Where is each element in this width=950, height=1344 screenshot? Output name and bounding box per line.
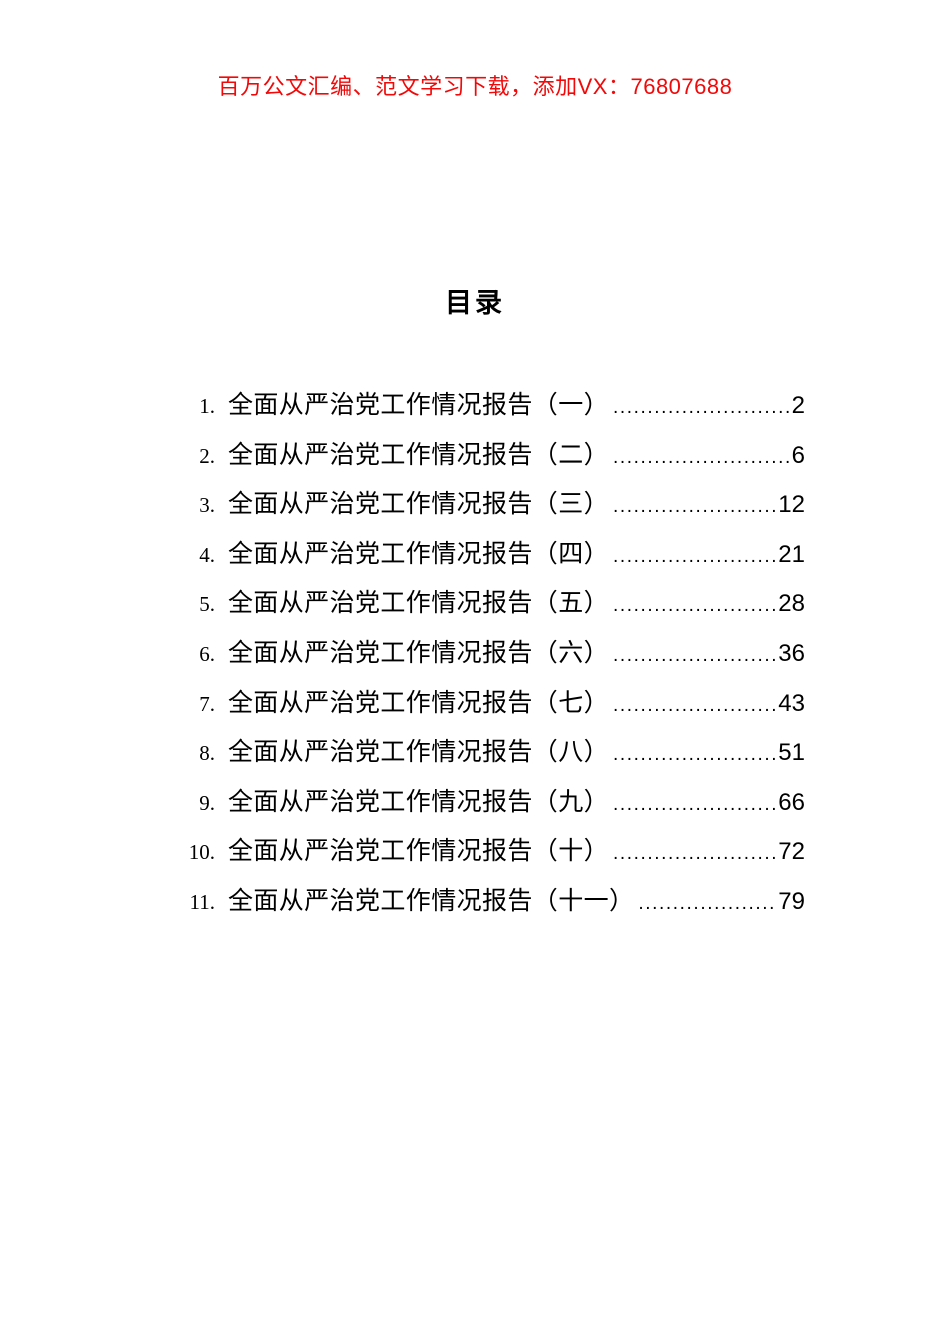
toc-entry[interactable]: 5. 全面从严治党工作情况报告（五） 28	[186, 574, 805, 624]
toc-entry-title: 全面从严治党工作情况报告（八）	[228, 738, 610, 767]
toc-list: 1. 全面从严治党工作情况报告（一） 2 2. 全面从严治党工作情况报告（二） …	[186, 376, 805, 922]
toc-dot-leader	[613, 546, 776, 568]
toc-entry-number: 10.	[188, 840, 215, 865]
toc-entry[interactable]: 4. 全面从严治党工作情况报告（四） 21	[186, 525, 805, 575]
toc-entry-title: 全面从严治党工作情况报告（十一）	[228, 886, 635, 915]
toc-entry-number: 6.	[199, 641, 215, 666]
toc-entry-title: 全面从严治党工作情况报告（十）	[228, 837, 610, 866]
toc-entry-title: 全面从严治党工作情况报告（三）	[228, 490, 610, 519]
toc-entry[interactable]: 9. 全面从严治党工作情况报告（九） 66	[186, 773, 805, 823]
toc-entry-page: 43	[778, 689, 805, 717]
toc-entry-title: 全面从严治党工作情况报告（九）	[228, 787, 610, 816]
toc-dot-leader	[613, 744, 776, 766]
toc-entry[interactable]: 10. 全面从严治党工作情况报告（十） 72	[186, 822, 805, 872]
toc-entry-number: 9.	[199, 790, 215, 815]
toc-entry-number: 7.	[199, 691, 215, 716]
toc-dot-leader	[613, 843, 776, 865]
toc-dot-leader	[613, 645, 776, 667]
toc-entry[interactable]: 11. 全面从严治党工作情况报告（十一） 79	[186, 872, 805, 922]
toc-entry[interactable]: 7. 全面从严治党工作情况报告（七） 43	[186, 674, 805, 724]
toc-entry-page: 66	[778, 788, 805, 816]
toc-entry-title: 全面从严治党工作情况报告（七）	[228, 688, 610, 717]
toc-entry-page: 36	[778, 639, 805, 667]
toc-dot-leader	[613, 397, 790, 419]
toc-entry-number: 3.	[199, 493, 215, 518]
toc-entry-page: 6	[791, 441, 805, 469]
toc-entry-title: 全面从严治党工作情况报告（六）	[228, 638, 610, 667]
toc-entry[interactable]: 8. 全面从严治党工作情况报告（八） 51	[186, 723, 805, 773]
toc-entry[interactable]: 3. 全面从严治党工作情况报告（三） 12	[186, 475, 805, 525]
toc-entry-page: 79	[778, 887, 805, 915]
toc-entry-page: 51	[778, 739, 805, 767]
toc-entry-title: 全面从严治党工作情况报告（五）	[228, 589, 610, 618]
toc-title: 目录	[445, 288, 505, 318]
toc-entry[interactable]: 2. 全面从严治党工作情况报告（二） 6	[186, 426, 805, 476]
toc-entry-page: 21	[778, 540, 805, 568]
toc-dot-leader	[613, 595, 776, 617]
toc-entry-page: 12	[778, 491, 805, 519]
toc-entry-title: 全面从严治党工作情况报告（一）	[228, 391, 610, 419]
toc-entry-page: 72	[778, 838, 805, 866]
toc-entry[interactable]: 1. 全面从严治党工作情况报告（一） 2	[186, 376, 805, 426]
toc-entry-number: 4.	[199, 542, 215, 567]
toc-entry-number: 2.	[199, 443, 215, 468]
toc-dot-leader	[613, 794, 776, 816]
toc-entry-page: 28	[778, 590, 805, 618]
toc-entry[interactable]: 6. 全面从严治党工作情况报告（六） 36	[186, 624, 805, 674]
toc-entry-title: 全面从严治党工作情况报告（四）	[228, 539, 610, 568]
toc-entry-number: 1.	[199, 394, 215, 418]
toc-dot-leader	[613, 695, 776, 717]
toc-dot-leader	[613, 496, 776, 518]
toc-dot-leader	[638, 893, 776, 915]
toc-dot-leader	[613, 447, 790, 469]
toc-entry-number: 8.	[199, 741, 215, 766]
toc-entry-number: 11.	[189, 889, 215, 914]
toc-entry-number: 5.	[199, 592, 215, 617]
watermark-header: 百万公文汇编、范文学习下载，添加VX：76807688	[217, 74, 733, 99]
toc-entry-title: 全面从严治党工作情况报告（二）	[228, 440, 610, 469]
toc-entry-page: 2	[791, 392, 805, 419]
